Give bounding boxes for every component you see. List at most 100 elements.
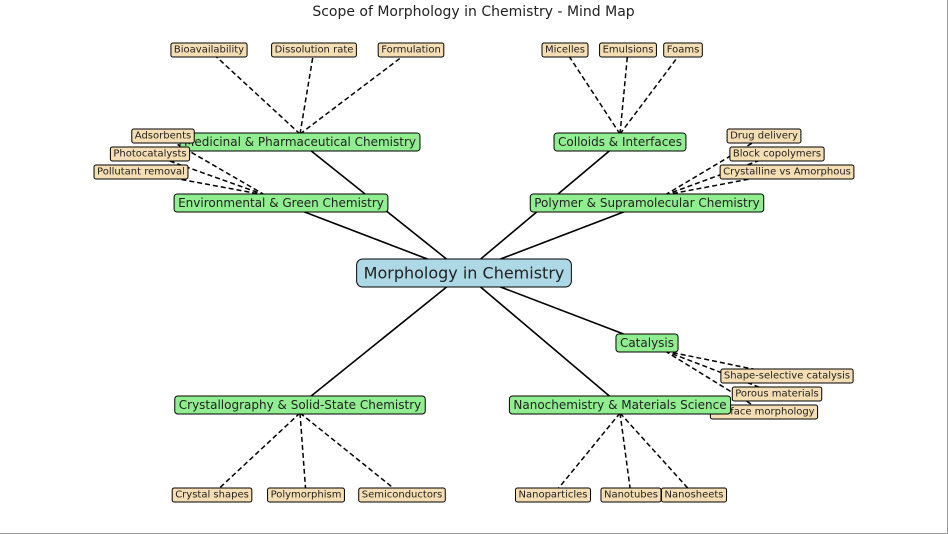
branch-node-label: Nanochemistry & Materials Science — [513, 398, 726, 412]
leaf-node-box — [358, 487, 446, 503]
leaf-node: Drug delivery — [726, 128, 802, 144]
leaf-node: Foams — [663, 42, 703, 58]
leaf-edge — [299, 412, 307, 496]
leaf-node-box — [93, 164, 189, 180]
leaf-node-box — [719, 164, 855, 180]
leaf-node: Emulsions — [599, 42, 657, 58]
branch-node: Medicinal & Pharmaceutical Chemistry — [179, 132, 421, 152]
leaf-node: Nanotubes — [600, 487, 662, 503]
branch-node-box — [615, 333, 679, 353]
leaf-node: Bioavailability — [170, 42, 248, 58]
leaf-node-box — [541, 42, 589, 58]
leaf-node-box — [731, 386, 823, 402]
branch-node: Colloids & Interfaces — [553, 132, 687, 152]
branch-node: Environmental & Green Chemistry — [173, 193, 389, 213]
leaf-node-label: Drug delivery — [730, 131, 798, 142]
leaf-node: Pollutant removal — [93, 164, 189, 180]
leaf-edge — [564, 49, 621, 135]
leaf-node-label: Dissolution rate — [275, 45, 354, 56]
leaf-edge — [299, 49, 412, 135]
branch-node-label: Catalysis — [620, 336, 674, 350]
leaf-node-label: Surface morphology — [713, 407, 814, 418]
leaf-node-box — [726, 128, 802, 144]
leaf-node-label: Bioavailability — [174, 45, 244, 56]
leaf-node: Polymorphism — [267, 487, 345, 503]
leaf-node-box — [171, 487, 253, 503]
leaf-node-box — [663, 42, 703, 58]
branch-node-label: Crystallography & Solid-State Chemistry — [179, 398, 421, 412]
leaf-node: Block copolymers — [729, 146, 825, 162]
leaf-edge — [299, 49, 315, 135]
leaf-node: Porous materials — [731, 386, 823, 402]
leaf-node: Micelles — [541, 42, 589, 58]
leaf-node-label: Nanotubes — [604, 490, 658, 501]
branch-node-box — [508, 395, 732, 415]
leaf-node: Dissolution rate — [271, 42, 357, 58]
leaf-node-box — [720, 368, 854, 384]
leaf-node-label: Emulsions — [603, 45, 654, 56]
leaf-node-box — [267, 487, 345, 503]
leaf-edge — [552, 412, 621, 496]
leaf-node-box — [599, 42, 657, 58]
branch-node-box — [174, 395, 426, 415]
leaf-node-label: Porous materials — [735, 389, 818, 400]
leaf-node: Surface morphology — [709, 404, 819, 420]
leaf-node-label: Nanosheets — [664, 490, 723, 501]
leaf-edge — [619, 412, 632, 496]
leaf-node-label: Formulation — [381, 45, 441, 56]
leaf-node-label: Pollutant removal — [97, 167, 185, 178]
branch-node: Catalysis — [615, 333, 679, 353]
leaf-node: Shape-selective catalysis — [720, 368, 854, 384]
branch-node-box — [553, 132, 687, 152]
leaf-node: Crystal shapes — [171, 487, 253, 503]
leaf-node: Formulation — [377, 42, 445, 58]
leaf-node-label: Adsorbents — [135, 131, 191, 142]
center-node-label: Morphology in Chemistry — [364, 264, 565, 283]
leaf-node-box — [660, 487, 728, 503]
leaf-edge — [619, 49, 684, 135]
leaf-node-box — [515, 487, 591, 503]
leaf-edge — [664, 350, 788, 377]
leaf-node-box — [377, 42, 445, 58]
branch-node-label: Polymer & Supramolecular Chemistry — [534, 196, 759, 210]
branch-node: Nanochemistry & Materials Science — [508, 395, 732, 415]
leaf-node-label: Polymorphism — [271, 490, 342, 501]
leaf-node-label: Nanoparticles — [519, 490, 588, 501]
branch-node-label: Environmental & Green Chemistry — [178, 196, 384, 210]
center-node-box — [356, 258, 572, 288]
leaf-edge — [299, 412, 403, 496]
leaf-node-label: Foams — [667, 45, 700, 56]
diagram-title: Scope of Morphology in Chemistry - Mind … — [312, 4, 635, 20]
branch-node-box — [173, 193, 389, 213]
branch-node: Crystallography & Solid-State Chemistry — [174, 395, 426, 415]
branch-edge — [463, 272, 621, 406]
leaf-node: Nanoparticles — [515, 487, 591, 503]
leaf-node-box — [109, 146, 191, 162]
leaf-node-label: Photocatalysts — [113, 149, 186, 160]
leaf-node-box — [271, 42, 357, 58]
leaf-node: Adsorbents — [131, 128, 195, 144]
leaf-node: Photocatalysts — [109, 146, 191, 162]
leaf-node-box — [131, 128, 195, 144]
leaf-node: Semiconductors — [358, 487, 446, 503]
leaf-edge — [149, 153, 266, 196]
leaf-edge — [664, 350, 765, 413]
leaf-edge — [208, 49, 301, 135]
branch-node-label: Colloids & Interfaces — [558, 135, 682, 149]
leaf-node: Crystalline vs Amorphous — [719, 164, 855, 180]
leaf-edge — [619, 412, 695, 496]
leaf-edge — [664, 171, 788, 196]
leaf-node-label: Crystalline vs Amorphous — [723, 167, 851, 178]
center-node: Morphology in Chemistry — [356, 258, 572, 288]
leaf-edge — [664, 135, 765, 196]
branch-node-label: Medicinal & Pharmaceutical Chemistry — [184, 135, 416, 149]
branch-edge — [299, 272, 465, 406]
leaf-node-box — [170, 42, 248, 58]
leaf-node-label: Block copolymers — [733, 149, 821, 160]
branch-node-box — [529, 193, 765, 213]
leaf-node-label: Micelles — [545, 45, 585, 56]
leaf-node: Nanosheets — [660, 487, 728, 503]
leaf-node-box — [729, 146, 825, 162]
leaf-edge — [211, 412, 301, 496]
